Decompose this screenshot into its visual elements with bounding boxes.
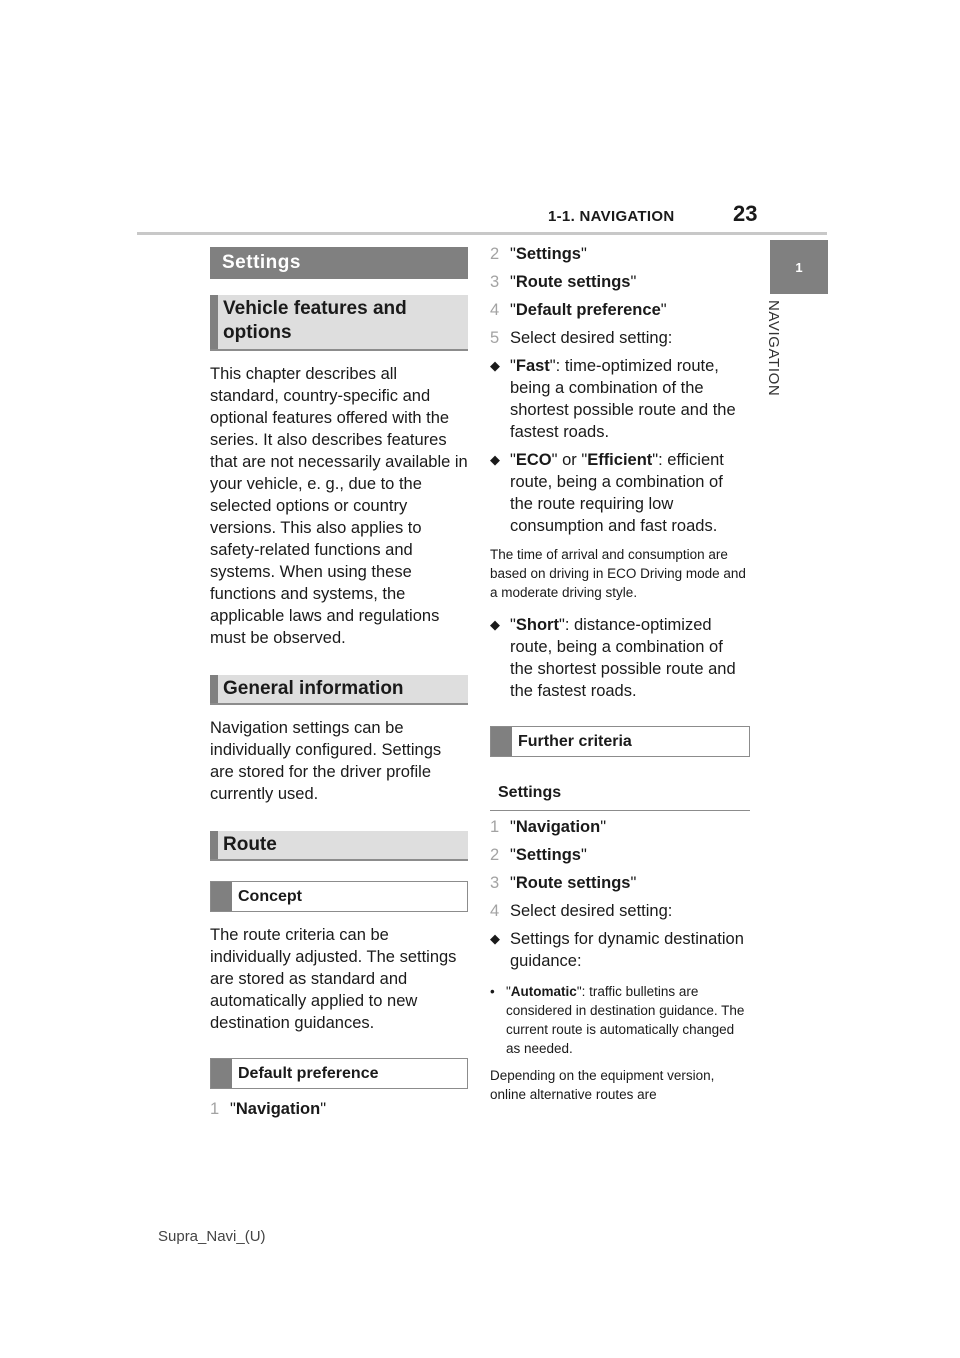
sub-bullet-automatic: • "Automatic": traffic bulletins are con… [490, 984, 745, 1056]
short-label: Short [515, 616, 559, 634]
step-number: 3 [490, 874, 500, 892]
bullet-dynamic: ◆ Settings for dynamic destination guida… [490, 928, 750, 972]
fast-label: Fast [515, 357, 550, 375]
fast-text: : time-optimized route, being a combinat… [510, 357, 736, 441]
step-item: 1 "Navigation" [490, 813, 750, 841]
step-number: 2 [490, 245, 500, 263]
eco-label: ECO [515, 451, 552, 469]
dynamic-text: Settings for dynamic destination guidanc… [510, 930, 744, 970]
diamond-bullet-icon: ◆ [490, 931, 500, 946]
general-information-text: Navigation settings can be individually … [210, 719, 442, 803]
step-label: Route settings [515, 874, 631, 892]
bullet-short: ◆ "Short": distance-optimized route, bei… [490, 616, 736, 700]
step-item: 3 "Route settings" [490, 268, 750, 296]
step-item: 2 "Settings" [490, 240, 750, 268]
eco-note: The time of arrival and consumption are … [490, 547, 746, 600]
right-column: 2 "Settings" 3 "Route settings" 4 "Defau… [490, 240, 750, 1104]
step-label: Navigation [515, 818, 601, 836]
step-number: 1 [210, 1100, 220, 1118]
step-number: 1 [490, 818, 500, 836]
further-criteria-heading: Further criteria [490, 726, 750, 757]
step-item: 1 "Navigation" [210, 1095, 468, 1123]
step-item: 5 Select desired setting: [490, 324, 750, 352]
diamond-bullet-icon: ◆ [490, 617, 500, 632]
step-label: Settings [515, 846, 581, 864]
efficient-label: Efficient [587, 451, 653, 469]
step-item: 4 Select desired setting: [490, 897, 750, 925]
short-text: : distance-optimized route, being a comb… [510, 616, 736, 700]
dot-bullet-icon: • [490, 984, 495, 999]
step-number: 4 [490, 301, 500, 319]
depending-text: Depending on the equipment version, onli… [490, 1068, 715, 1102]
page-number: 23 [733, 201, 758, 226]
chapter-number: 1 [795, 259, 803, 275]
chapter-side-label: NAVIGATION [765, 300, 794, 420]
step-label: Default preference [515, 301, 661, 319]
automatic-text: : traffic bulletins are considered in de… [506, 984, 745, 1056]
step-text: Select desired setting: [510, 902, 673, 920]
step-number: 2 [490, 846, 500, 864]
concept-text: The route criteria can be individually a… [210, 926, 457, 1032]
left-column: Settings Vehicle features and options Th… [210, 247, 468, 1123]
step-number: 3 [490, 273, 500, 291]
section-title: 1-1. NAVIGATION [548, 208, 675, 225]
automatic-label: Automatic [510, 984, 577, 999]
eco-text: : efficient route, being a combination o… [510, 451, 724, 535]
general-information-heading: General information [210, 675, 468, 705]
diamond-bullet-icon: ◆ [490, 358, 500, 373]
step-text: Select desired setting: [510, 329, 673, 347]
vehicle-features-text: This chapter describes all standard, cou… [210, 365, 468, 647]
chapter-tab: 1 [770, 240, 828, 294]
default-preference-heading: Default preference [210, 1058, 468, 1089]
concept-heading: Concept [210, 881, 468, 912]
step-number: 5 [490, 329, 500, 347]
settings-subheading: Settings [490, 779, 750, 811]
step-label: Settings [515, 245, 581, 263]
step-item: 4 "Default preference" [490, 296, 750, 324]
step-item: 2 "Settings" [490, 841, 750, 869]
vehicle-features-heading: Vehicle features and options [210, 295, 468, 351]
step-label: Navigation [235, 1100, 321, 1118]
step-item: 3 "Route settings" [490, 869, 750, 897]
header-rule [137, 232, 827, 235]
route-heading: Route [210, 831, 468, 861]
step-label: Route settings [515, 273, 631, 291]
step-number: 4 [490, 902, 500, 920]
settings-heading: Settings [210, 247, 468, 279]
eco-or: or [557, 451, 582, 469]
footer-code: Supra_Navi_(U) [158, 1228, 266, 1245]
chapter-label: NAVIGATION [765, 300, 782, 397]
diamond-bullet-icon: ◆ [490, 452, 500, 467]
bullet-eco: ◆ "ECO" or "Efficient": efficient route,… [490, 451, 724, 535]
bullet-fast: ◆ "Fast": time-optimized route, being a … [490, 357, 736, 441]
